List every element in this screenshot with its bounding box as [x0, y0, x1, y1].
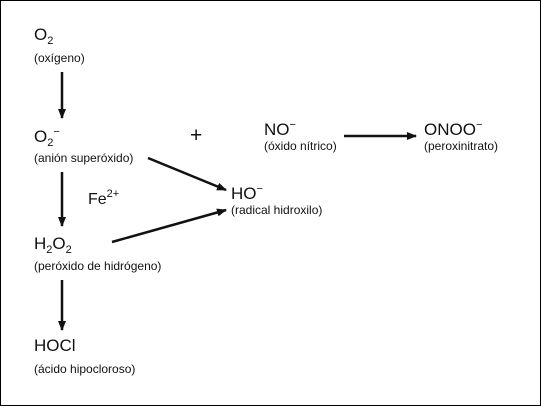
h2o2-name: (peróxido de hidrógeno)	[34, 259, 162, 273]
catalyst-fe2: Fe2+	[88, 188, 120, 208]
hydroxyl-formula: HO−	[231, 183, 263, 203]
arrow-h2o2-to-hydroxyl	[111, 208, 227, 244]
peroxynitrite-formula: ONOO−	[424, 119, 483, 139]
h2o2-formula: H2O2	[34, 234, 72, 256]
o2-name: (oxígeno)	[34, 51, 85, 65]
o2-formula: O2	[34, 25, 54, 47]
nitric-oxide-name: (óxido nítrico)	[264, 139, 337, 153]
arrow-superoxide-to-hydroxyl	[147, 156, 227, 192]
hydroxyl-name: (radical hidroxilo)	[231, 203, 323, 217]
plus-sign: +	[190, 124, 203, 147]
superoxide-formula: O2−	[34, 126, 60, 149]
hocl-formula: HOCl	[34, 336, 76, 355]
peroxynitrite-name: (peroxinitrato)	[424, 139, 499, 153]
nitric-oxide-formula: NO−	[264, 119, 296, 139]
hocl-name: (ácido hipocloroso)	[34, 362, 136, 376]
superoxide-name: (anión superóxido)	[34, 151, 134, 165]
